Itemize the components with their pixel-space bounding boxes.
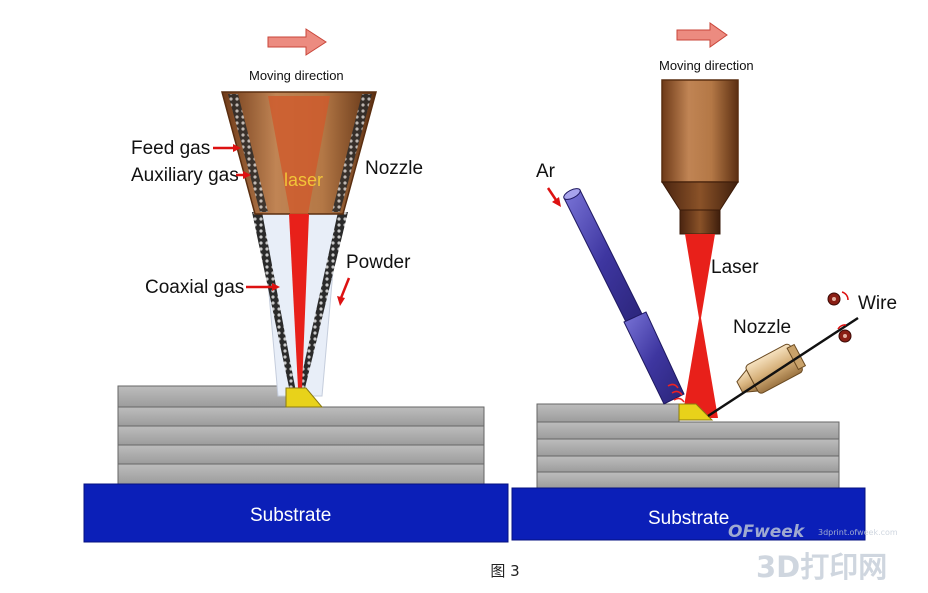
right-substrate-label: Substrate (648, 508, 729, 529)
powder-arrow-icon (337, 277, 351, 306)
left-substrate-block (83, 483, 509, 543)
left-powder-stream-left (252, 212, 296, 392)
left-nozzle-channel-left (228, 94, 268, 212)
right-moving-arrow-icon (676, 22, 728, 48)
left-laser-beam-lower (289, 214, 309, 388)
laser-head-upper (661, 79, 739, 183)
watermark-site: 3dprint.ofweek.com (818, 528, 898, 537)
right-laser-label: Laser (711, 257, 759, 278)
left-panel: Moving direction Substrate laser Feed ga (83, 28, 509, 543)
left-powder-stream-right (298, 212, 348, 392)
ar-gas-tube (563, 188, 685, 405)
left-moving-arrow-icon (267, 28, 327, 56)
right-substrate-block (511, 487, 866, 541)
right-laser-beam-lower (682, 318, 718, 418)
left-laser-beam (268, 96, 330, 214)
powder-label: Powder (346, 252, 411, 273)
feed-gas-arrow-icon (213, 144, 241, 152)
auxiliary-gas-arrow-icon (236, 171, 251, 179)
ar-arrow-icon (546, 187, 561, 207)
laser-head-tip (679, 209, 721, 235)
left-substrate-label: Substrate (250, 505, 331, 526)
right-panel: Moving direction Laser Substrate (511, 22, 897, 541)
right-nozzle-label: Nozzle (733, 317, 791, 338)
left-laser-label: laser (284, 170, 323, 190)
ar-label: Ar (536, 161, 556, 182)
ar-flow-marks-icon (667, 383, 685, 403)
coaxial-gas-arrow-icon (246, 283, 280, 291)
wire-spool-lower-icon (837, 324, 852, 343)
watermark-title: 3D打印网 (756, 550, 888, 584)
coaxial-gas-label: Coaxial gas (145, 277, 244, 298)
left-deposit-layers (117, 385, 485, 485)
watermark-brand: OFweek (728, 522, 805, 542)
wire-line (707, 316, 859, 418)
left-moving-direction-label: Moving direction (249, 68, 344, 83)
left-nozzle-channel-right (332, 94, 372, 212)
wire-spool-upper-icon (827, 291, 849, 306)
left-nozzle-label: Nozzle (365, 158, 423, 179)
feed-gas-label: Feed gas (131, 138, 210, 159)
left-melt-pool (285, 387, 324, 408)
right-moving-direction-label: Moving direction (659, 58, 754, 73)
right-laser-beam-upper (685, 234, 715, 318)
right-melt-pool (678, 403, 714, 421)
wire-label: Wire (858, 293, 897, 314)
laser-head-taper (661, 181, 739, 211)
auxiliary-gas-label: Auxiliary gas (131, 165, 239, 186)
right-deposit-layers (536, 403, 840, 489)
figure-caption: 图 3 (490, 562, 520, 580)
watermark: OFweek 3dprint.ofweek.com 3D打印网 (726, 522, 916, 584)
